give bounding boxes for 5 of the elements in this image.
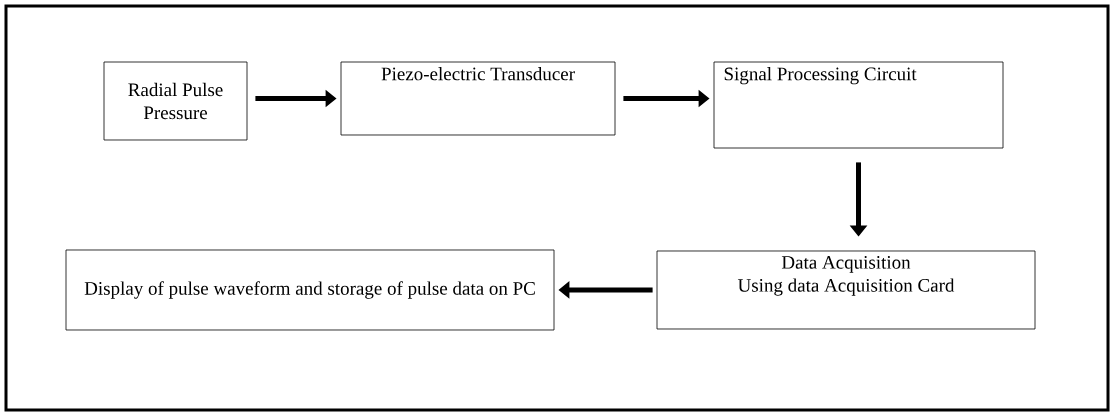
process-box: Data Acquisition Using data Acquisition Card	[656, 250, 1036, 330]
process-box: Piezo-electric Transducer	[340, 61, 616, 136]
process-box: Radial Pulse Pressure	[103, 61, 248, 141]
process-box: Signal Processing Circuit	[713, 61, 1004, 149]
process-box: Display of pulse waveform and storage of pulse data on PC	[65, 249, 555, 331]
